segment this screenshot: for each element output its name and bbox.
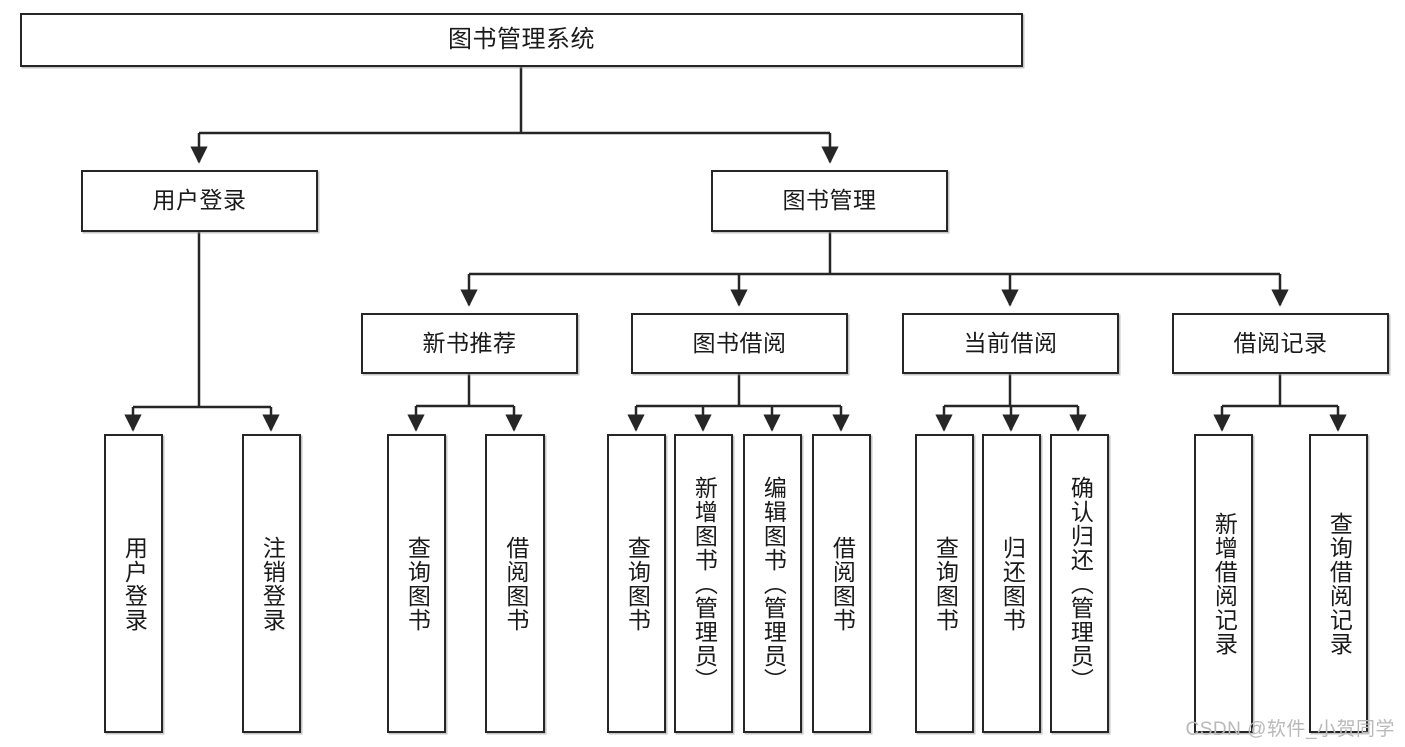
watermark-text: CSDN @软件_小贺同学	[1185, 719, 1395, 740]
node-root-system[interactable]: 图书管理系统	[20, 13, 1023, 67]
node-new-book-recommend[interactable]: 新书推荐	[361, 313, 578, 374]
leaf-edit-book-admin[interactable]: 编辑图书（管理员）	[743, 434, 802, 733]
leaf-query-book-current[interactable]: 查询图书	[915, 434, 974, 733]
node-label: 新增图书（管理员）	[691, 475, 718, 692]
leaf-return-book[interactable]: 归还图书	[982, 434, 1041, 733]
node-borrow-record[interactable]: 借阅记录	[1172, 313, 1389, 374]
leaf-add-borrow-record[interactable]: 新增借阅记录	[1194, 434, 1253, 733]
node-label: 查询借阅记录	[1326, 511, 1353, 656]
node-label: 查询图书	[932, 535, 959, 632]
node-label: 用户登录	[152, 187, 247, 214]
leaf-add-book-admin[interactable]: 新增图书（管理员）	[674, 434, 733, 733]
node-current-borrow[interactable]: 当前借阅	[902, 313, 1119, 374]
node-book-management[interactable]: 图书管理	[711, 170, 948, 232]
node-label: 新书推荐	[422, 329, 517, 356]
node-label: 查询图书	[624, 535, 651, 632]
node-label: 图书管理	[782, 187, 877, 214]
node-user-login[interactable]: 用户登录	[81, 170, 318, 232]
leaf-confirm-return-admin[interactable]: 确认归还（管理员）	[1050, 434, 1109, 733]
node-label: 查询图书	[404, 535, 431, 632]
node-label: 注销登录	[259, 535, 286, 632]
node-label: 新增借阅记录	[1211, 511, 1238, 656]
leaf-query-book-borrow[interactable]: 查询图书	[607, 434, 666, 733]
leaf-query-book-recommend[interactable]: 查询图书	[387, 434, 446, 733]
node-book-borrow[interactable]: 图书借阅	[631, 313, 848, 374]
leaf-logout-login[interactable]: 注销登录	[242, 434, 301, 733]
node-label: 编辑图书（管理员）	[760, 475, 787, 692]
leaf-borrow-book-borrow[interactable]: 借阅图书	[812, 434, 871, 733]
node-label: 图书借阅	[692, 329, 787, 356]
node-label: 借阅图书	[502, 535, 529, 632]
leaf-query-borrow-record[interactable]: 查询借阅记录	[1309, 434, 1368, 733]
node-label: 借阅记录	[1233, 329, 1328, 356]
node-label: 归还图书	[999, 535, 1026, 632]
leaf-borrow-book-recommend[interactable]: 借阅图书	[485, 434, 545, 733]
node-label: 借阅图书	[829, 535, 856, 632]
leaf-user-login[interactable]: 用户登录	[104, 434, 163, 733]
node-label: 当前借阅	[963, 329, 1058, 356]
node-label: 用户登录	[121, 535, 148, 632]
node-label: 确认归还（管理员）	[1067, 475, 1094, 692]
node-label: 图书管理系统	[448, 25, 595, 53]
